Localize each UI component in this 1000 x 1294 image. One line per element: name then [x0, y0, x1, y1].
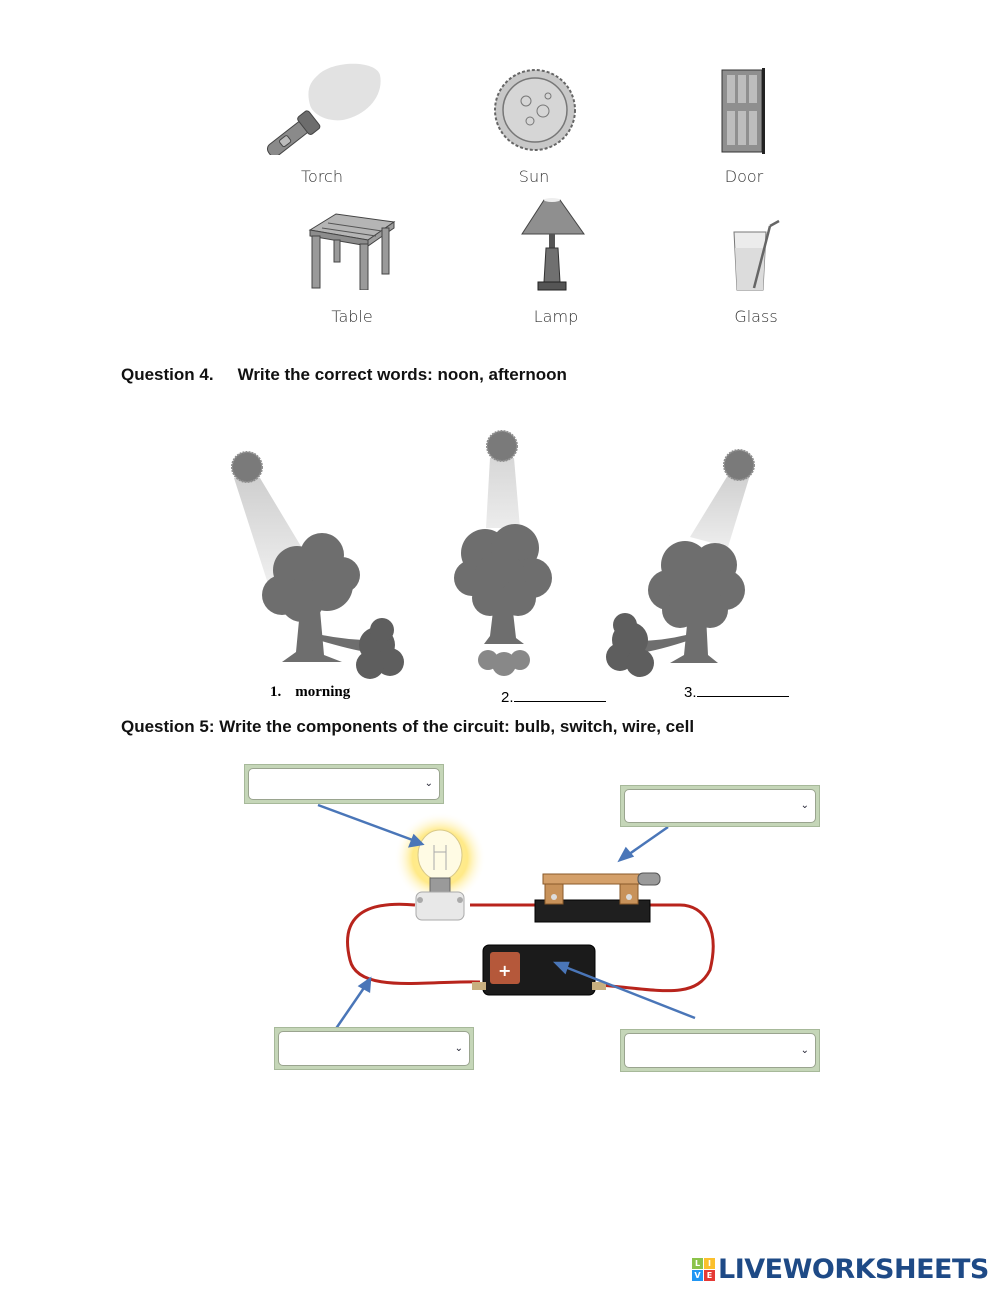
dropdown-cell-container: ⌄	[620, 1029, 820, 1072]
pointer-arrows	[317, 803, 696, 1031]
dropdown-bulb-container: ⌄	[244, 764, 444, 804]
dropdown-wire[interactable]: ⌄	[278, 1031, 470, 1066]
question4-title: Question 4. Write the correct words: noon…	[121, 365, 567, 385]
object-label-lamp: Lamp	[533, 307, 579, 326]
lamp-icon	[521, 198, 585, 291]
cell-icon: +	[472, 944, 606, 996]
answer-1: 1.morning	[270, 684, 351, 700]
noon-sun-tree-icon	[454, 430, 552, 676]
sun-icon	[494, 69, 576, 151]
logo-text: LIVEWORKSHEETS	[718, 1254, 989, 1285]
dropdown-bulb[interactable]: ⌄	[248, 768, 440, 800]
switch-icon	[534, 872, 661, 923]
dropdown-wire-container: ⌄	[274, 1027, 474, 1070]
object-label-door: Door	[724, 167, 764, 186]
object-label-glass: Glass	[734, 307, 778, 326]
chevron-down-icon: ⌄	[800, 1044, 809, 1056]
wire-icon	[346, 902, 715, 993]
dropdown-cell[interactable]: ⌄	[624, 1033, 816, 1068]
door-icon	[721, 68, 765, 154]
circuit-diagram: +	[317, 803, 715, 1031]
answer-2[interactable]: 2.	[501, 687, 606, 706]
answer-3[interactable]: 3.	[684, 682, 789, 701]
question4-number: Question 4.	[121, 365, 214, 384]
question4-instruction: Write the correct words: noon, afternoon	[237, 365, 567, 384]
dropdown-switch[interactable]: ⌄	[624, 789, 816, 823]
dropdown-switch-container: ⌄	[620, 785, 820, 827]
morning-sun-tree-icon	[231, 451, 404, 679]
chevron-down-icon: ⌄	[800, 799, 809, 811]
afternoon-sun-tree-icon	[606, 449, 755, 677]
bulb-icon	[394, 812, 486, 921]
table-icon	[308, 213, 396, 290]
svg-text:+: +	[498, 961, 511, 980]
chevron-down-icon: ⌄	[424, 777, 433, 789]
answer-3-blank[interactable]	[696, 682, 789, 697]
question5-title: Question 5: Write the components of the …	[121, 717, 695, 736]
object-label-sun: Sun	[518, 167, 550, 186]
torch-icon	[266, 63, 381, 155]
glass-icon	[733, 219, 780, 291]
liveworksheets-logo: L I V E LIVEWORKSHEETS	[692, 1254, 989, 1285]
answer-2-blank[interactable]	[513, 687, 606, 702]
chevron-down-icon: ⌄	[454, 1042, 463, 1054]
object-label-torch: Torch	[300, 167, 343, 186]
live-letters-icon: L I V E	[692, 1258, 715, 1281]
object-label-table: Table	[331, 307, 373, 326]
